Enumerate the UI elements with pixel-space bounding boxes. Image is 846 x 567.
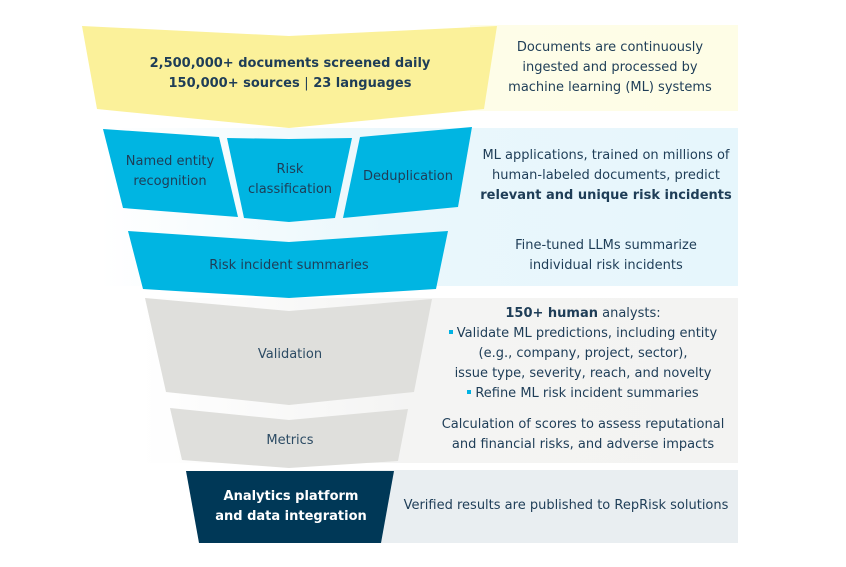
summaries-description: Fine-tuned LLMs summarize individual ris… (474, 235, 738, 277)
validation-heading-rest: analysts: (598, 306, 661, 321)
ner-block-label: Named entity recognition (118, 150, 222, 194)
risk-classification-label-line: classification (247, 182, 333, 197)
ingestion-separator: | (304, 76, 309, 91)
deduplication-block-shape (343, 127, 472, 218)
platform-stage-label: Analytics platform and data integration (196, 485, 386, 529)
metrics-description: Calculation of scores to assess reputati… (430, 414, 736, 456)
ner-block-shape (103, 129, 238, 217)
platform-description-text: Verified results are published to RepRis… (403, 498, 729, 513)
ingestion-stage-label: 2,500,000+ documents screened daily 150,… (110, 52, 470, 96)
summaries-stage-shape (128, 231, 448, 298)
metrics-description-line: Calculation of scores to assess reputati… (441, 417, 725, 432)
metrics-stage-label: Metrics (180, 430, 400, 452)
risk-classification-block-label: Risk classification (240, 158, 340, 202)
ingestion-description: Documents are continuously ingested and … (490, 37, 730, 99)
bullet-icon (467, 389, 472, 394)
platform-panel-bg (360, 470, 738, 543)
ingestion-sources-languages: 150,000+ sources | 23 languages (169, 74, 412, 94)
validation-stage-label: Validation (160, 344, 420, 366)
metrics-stage-shape (170, 408, 408, 468)
summaries-description-line: individual risk incidents (529, 258, 683, 273)
validation-bullet-1-line: (e.g., company, project, sector), (478, 346, 688, 361)
metrics-label-text: Metrics (266, 433, 314, 448)
ingestion-description-line: Documents are continuously (516, 40, 704, 55)
validation-description: 150+ human analysts: Validate ML predict… (430, 302, 736, 406)
platform-label-line: Analytics platform (223, 489, 359, 504)
ingestion-description-line: machine learning (ML) systems (508, 80, 712, 95)
ingestion-panel-bg (470, 25, 738, 111)
ingestion-sources: 150,000+ sources (168, 76, 300, 91)
platform-description: Verified results are published to RepRis… (394, 495, 738, 517)
ml-description-line: human-labeled documents, predict (492, 168, 720, 183)
validation-bullet-2-text: Refine ML risk incident summaries (475, 386, 699, 401)
ner-label-line: recognition (133, 174, 207, 189)
risk-classification-label-line: Risk (276, 162, 304, 177)
validation-heading-bold: 150+ human (505, 306, 598, 321)
validation-stage-shape (145, 298, 432, 405)
platform-stage-shape (186, 471, 394, 543)
ml-description-highlight: relevant and unique risk incidents (480, 188, 732, 203)
summaries-stage-label: Risk incident summaries (140, 255, 438, 277)
ingestion-languages: 23 languages (313, 76, 412, 91)
deduplication-block-label: Deduplication (352, 166, 464, 188)
summaries-description-line: Fine-tuned LLMs summarize (515, 238, 697, 253)
ingestion-documents-count: 2,500,000+ documents screened daily (149, 56, 431, 71)
validation-bullet-1: Validate ML predictions, including entit… (448, 324, 718, 344)
deduplication-label-line: Deduplication (363, 169, 453, 184)
ml-description-line: ML applications, trained on millions of (482, 148, 730, 163)
ner-label-line: Named entity (125, 154, 215, 169)
platform-label-line: and data integration (215, 509, 367, 524)
ingestion-description-line: ingested and processed by (522, 60, 698, 75)
summaries-label-text: Risk incident summaries (209, 258, 369, 273)
validation-label-text: Validation (257, 347, 323, 362)
risk-classification-block-shape (227, 138, 352, 222)
ingestion-stage-shape (82, 26, 497, 128)
validation-bullet-2: Refine ML risk incident summaries (467, 384, 699, 404)
validation-heading: 150+ human analysts: (505, 304, 660, 324)
bullet-icon (448, 329, 453, 334)
ml-description: ML applications, trained on millions of … (474, 145, 738, 207)
validation-bullet-1-line: issue type, severity, reach, and novelty (454, 366, 712, 381)
metrics-description-line: and financial risks, and adverse impacts (451, 437, 715, 452)
validation-bullet-1-line: Validate ML predictions, including entit… (456, 326, 718, 341)
